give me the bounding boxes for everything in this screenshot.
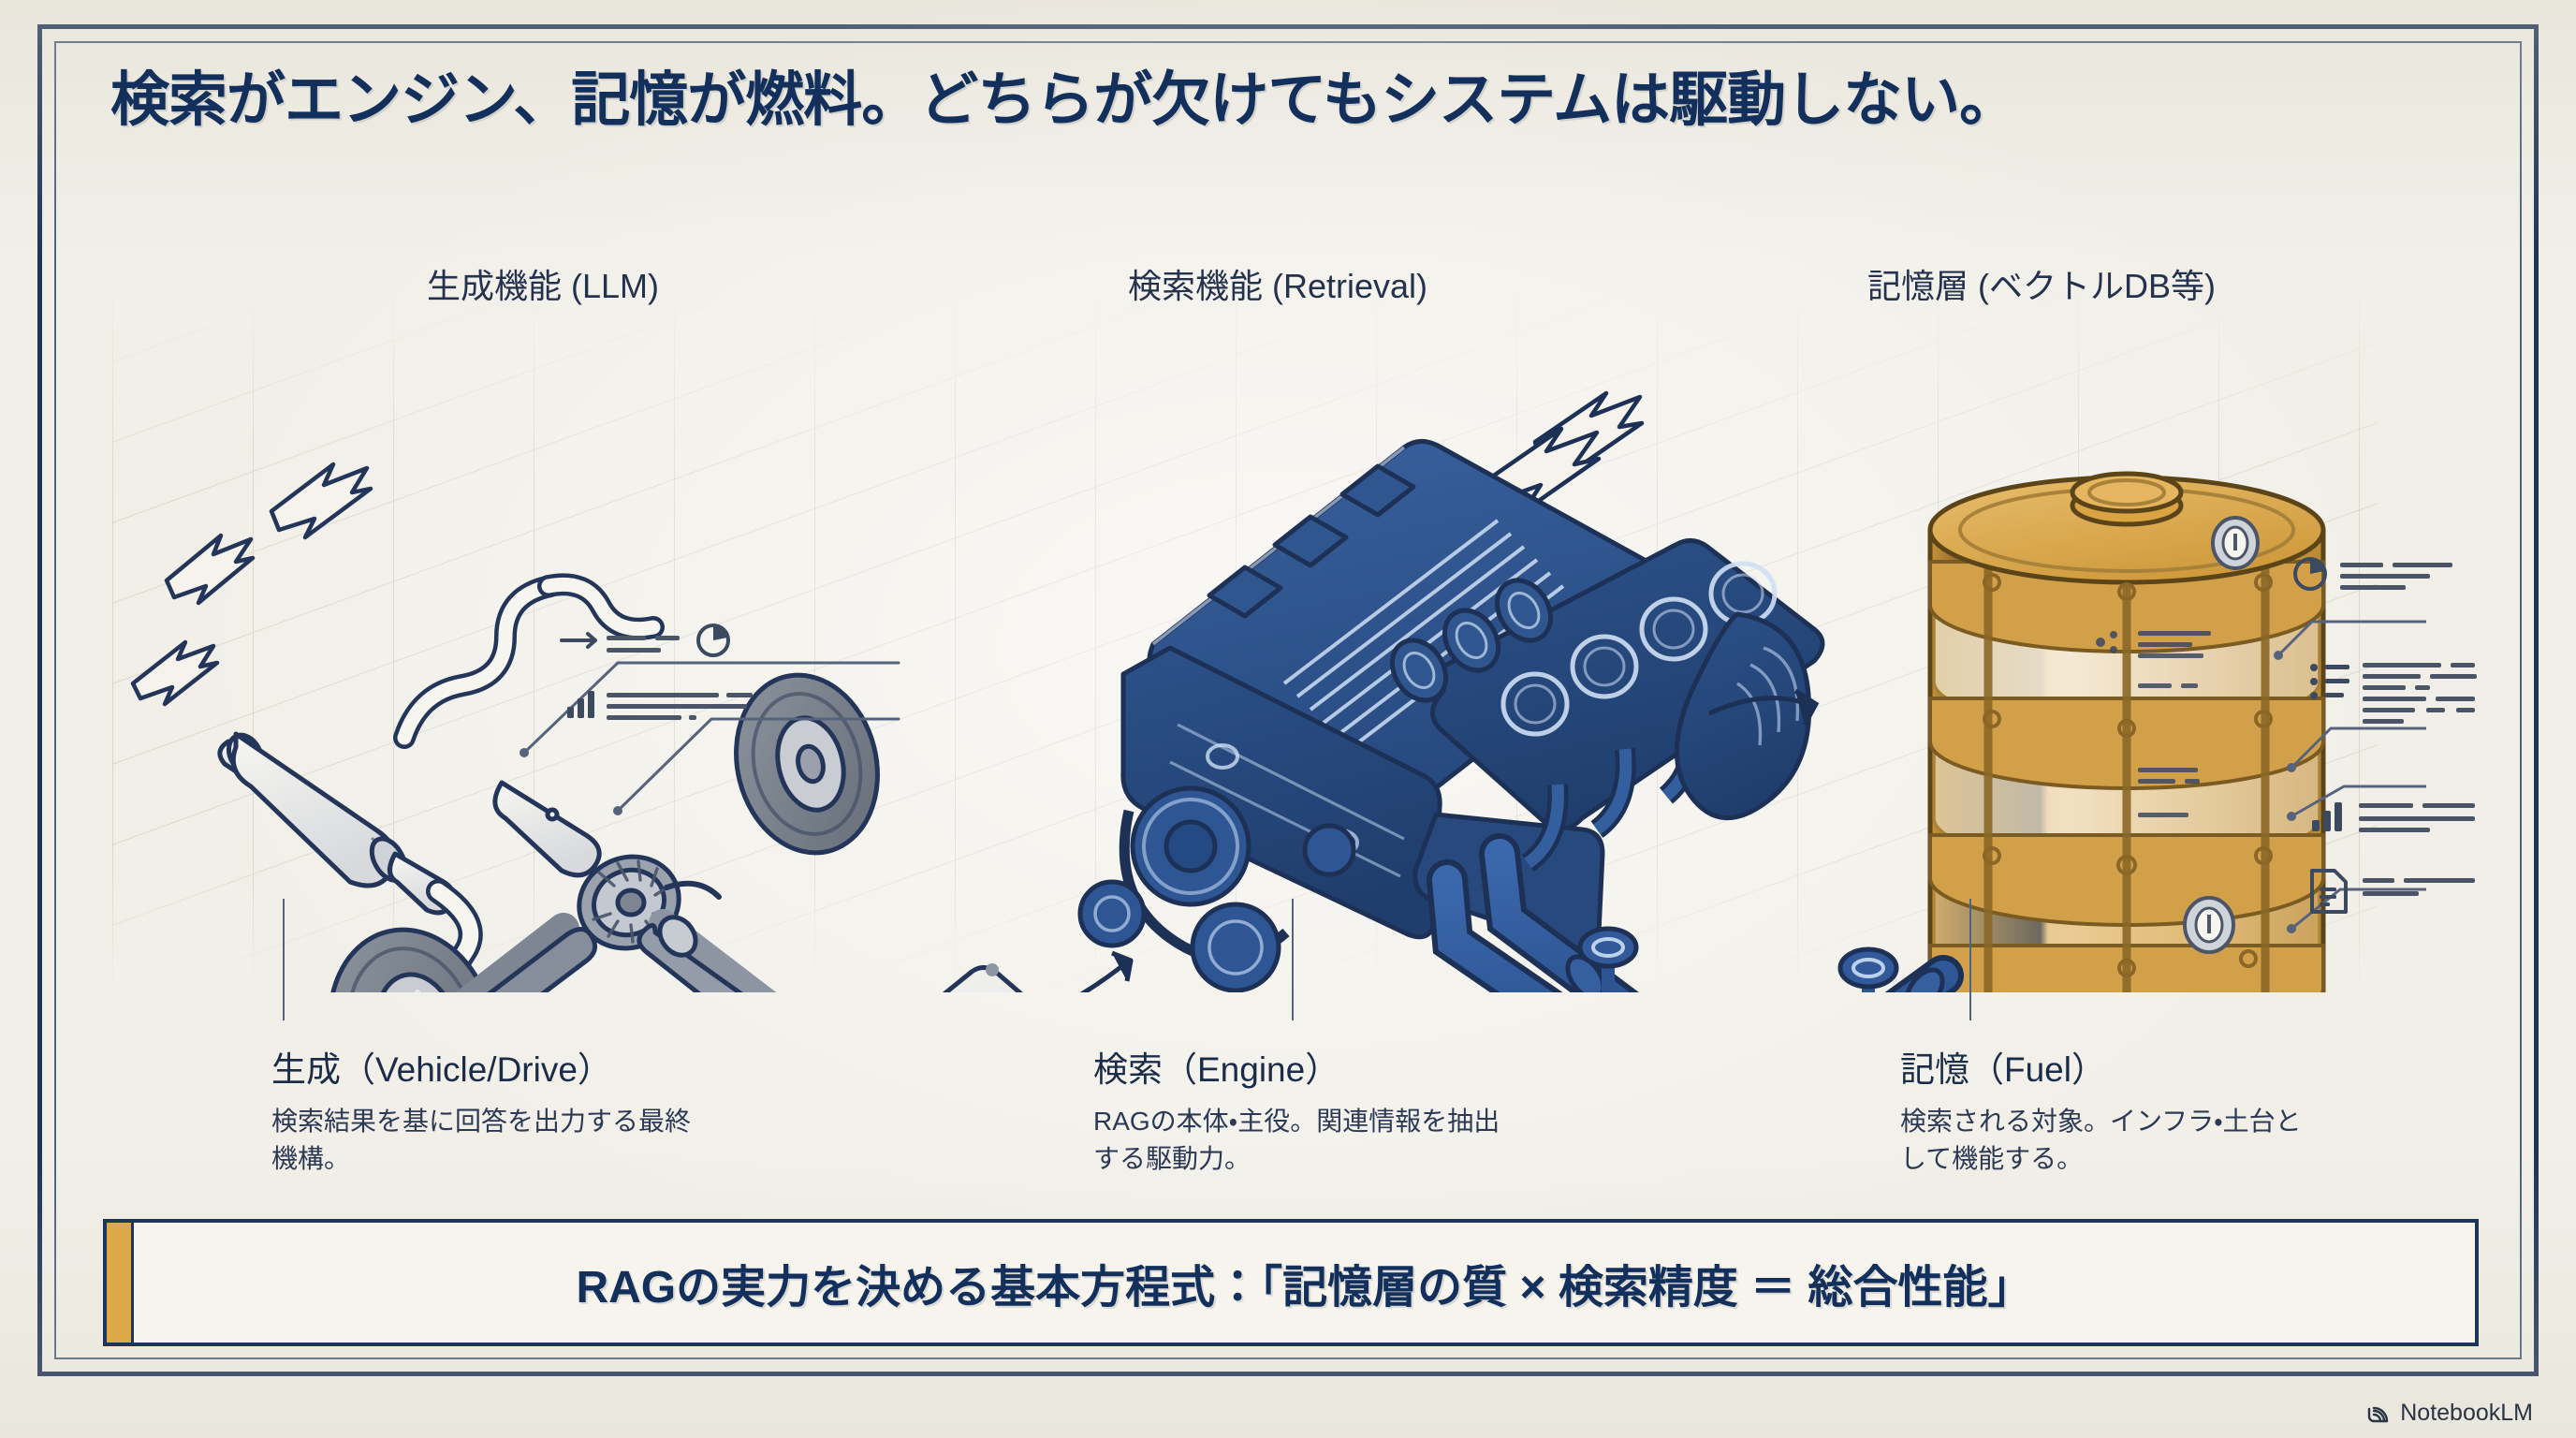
caption-retrieval-body: RAGの本体・主役。関連情報を抽出する駆動力。 — [1093, 1107, 1500, 1173]
drum-struts — [1983, 562, 2270, 992]
caption-stem-memory — [1969, 899, 1971, 1020]
page-title: 検索がエンジン、記憶が燃料。どちらが欠けてもシステムは駆動しない。 — [110, 67, 2018, 133]
drum-filler-cap — [2070, 471, 2184, 527]
caption-stem-generation — [283, 899, 285, 1020]
exhaust-arrow-1 — [164, 533, 256, 606]
pipe-valve-right — [1837, 946, 1899, 992]
pie-chart-icon — [2293, 557, 2327, 591]
fuel-pipe-inner — [1427, 859, 1563, 992]
summary-banner: RAGの実力を決める基本方程式：「記憶層の質 × 検索精度 ＝ 総合性能」 — [103, 1219, 2479, 1346]
callout-icon-group-right — [2293, 557, 2477, 914]
text-lines-list — [2363, 663, 2477, 724]
text-lines-doc — [2363, 878, 2475, 896]
bullet-list-icon — [2310, 664, 2349, 699]
pipe-valve-left — [1577, 926, 1639, 992]
caption-generation-body: 検索結果を基に回答を出力する最終機構。 — [271, 1107, 692, 1173]
text-lines-bar — [2359, 803, 2475, 832]
caption-retrieval: 検索（Engine） RAGの本体・主役。関連情報を抽出する駆動力。 — [1093, 1041, 1519, 1178]
text-lines-pie — [2340, 563, 2452, 590]
text-lines-1 — [607, 636, 680, 653]
bar-chart-icon — [567, 691, 594, 718]
callout-icon-group-left — [560, 624, 753, 720]
document-icon — [2310, 869, 2348, 914]
exhaust-flow-arrows — [130, 462, 373, 707]
cylinder-head-bank — [1430, 538, 1825, 831]
notebooklm-watermark: NotebookLM — [2367, 1400, 2533, 1427]
caption-stem-retrieval — [1292, 899, 1294, 1020]
drum-gauge-top — [2211, 516, 2260, 570]
exhaust-arrow-2 — [269, 462, 373, 540]
column-header-memory: 記憶層 (ベクトルDB等) — [1867, 267, 2216, 305]
pie-chart-icon — [696, 624, 730, 657]
notebooklm-spiral-icon — [2368, 1406, 2389, 1422]
caption-memory: 記憶（Fuel） 検索される対象。インフラ・土台として機能する。 — [1900, 1041, 2326, 1178]
banner-accent-bar — [107, 1223, 134, 1343]
arrow-right-icon — [560, 632, 597, 649]
catalytic-converter — [492, 780, 602, 878]
engine-intake-arrow — [1707, 688, 1820, 726]
slide-outer-border — [37, 24, 2539, 1376]
caption-generation: 生成（Vehicle/Drive） 検索結果を基に回答を出力する最終機構。 — [271, 1041, 697, 1178]
system-illustration — [130, 390, 2477, 992]
column-header-llm: 生成機能 (LLM) — [427, 267, 660, 305]
drum-data-marks — [2096, 631, 2211, 817]
text-lines-2 — [607, 693, 753, 720]
timing-belt-assembly — [1077, 785, 1356, 992]
watermark-label: NotebookLM — [2400, 1400, 2533, 1426]
exhaust-pipes — [426, 879, 484, 992]
pipe-flanges — [1565, 954, 1945, 992]
engine-illustration — [1077, 390, 1825, 992]
exhaust-pipe-upper — [393, 573, 665, 749]
drum-rivets — [1983, 573, 2273, 977]
exhaust-muffler — [217, 731, 457, 916]
fuel-supply-pipes — [1427, 688, 1964, 992]
driveshaft — [637, 909, 777, 992]
transmission-housing — [942, 963, 1023, 992]
fuel-pipe-outer — [1479, 833, 1964, 992]
banner-text: RAGの実力を決める基本方程式：「記憶層の質 × 検索精度 ＝ 総合性能」 — [576, 1263, 2033, 1313]
engine-feed-arrow — [1079, 950, 1134, 992]
vehicle-callout-leaders — [520, 661, 900, 815]
caption-generation-title: 生成（Vehicle/Drive） — [271, 1050, 612, 1089]
caption-memory-title: 記憶（Fuel） — [1900, 1050, 2106, 1089]
caption-retrieval-title: 検索（Engine） — [1093, 1050, 1340, 1089]
exhaust-arrow-3 — [130, 639, 220, 707]
column-header-retrieval: 検索機能 (Retrieval) — [1128, 267, 1428, 305]
fuel-drum-illustration — [1927, 471, 2477, 992]
bar-chart-icon — [2312, 802, 2342, 831]
camshaft-gears — [1390, 578, 1553, 703]
front-wheel — [734, 672, 880, 856]
vehicle-drivetrain-illustration — [130, 462, 1023, 992]
caption-memory-body: 検索される対象。インフラ・土台として機能する。 — [1900, 1107, 2302, 1173]
slide-inner-border — [54, 41, 2522, 1359]
bell-housing — [1674, 611, 1812, 821]
rear-wheel — [328, 927, 496, 992]
drum-gauge-bottom — [2183, 896, 2235, 954]
drum-callout-leaders — [2274, 620, 2426, 933]
